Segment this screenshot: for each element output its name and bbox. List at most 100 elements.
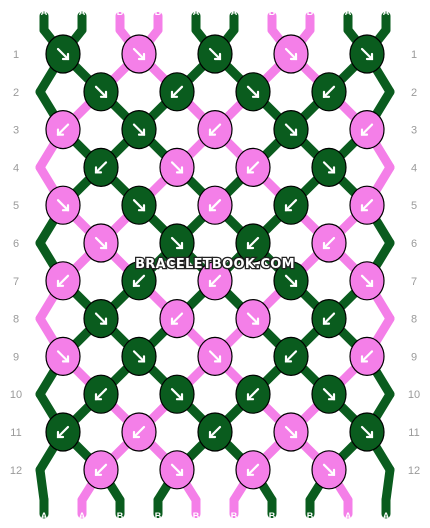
knot-arrow-head-icon	[246, 241, 255, 250]
row-label-right: 10	[408, 389, 420, 401]
knot-arrow-head-icon	[137, 128, 146, 136]
knot-arrow-head-icon	[94, 468, 103, 476]
knot-arrow-icon	[170, 463, 184, 476]
knot-arrow-icon	[56, 199, 70, 212]
row-label-right: 8	[411, 314, 417, 326]
row-label-left: 5	[13, 200, 19, 212]
knot-arrow-icon	[208, 123, 222, 136]
knot-arrow-icon	[360, 350, 374, 363]
thread-segment	[381, 465, 395, 505]
knot-arrow-icon	[132, 350, 146, 363]
knot-arrow-icon	[246, 85, 260, 98]
knot-arrow-head-icon	[175, 166, 184, 174]
knot-arrow-icon	[94, 236, 108, 250]
knot-arrow-icon	[94, 312, 108, 325]
knot-grid	[45, 34, 385, 490]
knot-arrow-icon	[208, 274, 222, 287]
strand-label-top: A	[231, 7, 238, 17]
strand-label-bottom: A	[41, 511, 48, 521]
knot-arrow-head-icon	[208, 430, 217, 439]
knot-arrow-icon	[360, 123, 374, 136]
knot-arrow-icon	[208, 47, 222, 61]
knot-arrow-head-icon	[175, 241, 184, 250]
knot-arrow-head-icon	[251, 90, 260, 98]
knot-arrow-head-icon	[289, 430, 298, 439]
knot-arrow-head-icon	[246, 393, 255, 401]
knot-arrow-icon	[132, 47, 146, 61]
strand-label-top: B	[155, 7, 162, 17]
knot-arrow-head-icon	[170, 317, 179, 325]
knot-arrow-icon	[132, 123, 146, 136]
strand-label-bottom: A	[383, 511, 390, 521]
knot-arrow-head-icon	[246, 468, 255, 476]
knot-arrow-icon	[170, 161, 184, 174]
knot-arrow-icon	[94, 85, 108, 98]
strand-label-top: A	[383, 7, 390, 17]
knot-arrow-head-icon	[284, 204, 293, 212]
row-label-right: 6	[411, 238, 417, 250]
strand-label-bottom: B	[155, 511, 162, 521]
knot-arrow-head-icon	[213, 52, 222, 61]
row-label-right: 3	[411, 125, 417, 137]
knot-arrow-icon	[56, 47, 70, 61]
knot-arrow-icon	[170, 312, 184, 325]
knot-arrow-head-icon	[360, 128, 369, 136]
knot-arrow-icon	[132, 425, 146, 439]
knot-arrow-head-icon	[99, 317, 108, 325]
knot-arrow-icon	[246, 236, 260, 250]
strand-label-bottom: A	[79, 511, 86, 521]
knot-arrow-head-icon	[246, 166, 255, 174]
knot-arrow-head-icon	[289, 52, 298, 61]
row-label-left: 12	[10, 465, 22, 477]
strand-label-top: A	[193, 7, 200, 17]
knot-arrow-icon	[56, 425, 70, 439]
knot-arrow-head-icon	[289, 128, 298, 136]
knot-arrow-icon	[94, 388, 108, 401]
knot-arrow-icon	[284, 199, 298, 212]
knot-arrow-icon	[360, 199, 374, 212]
knot-arrow-head-icon	[284, 355, 293, 363]
row-label-left: 2	[13, 87, 19, 99]
knot-arrow-icon	[322, 236, 336, 250]
strand-label-bottom: B	[269, 511, 276, 521]
knot-arrow-head-icon	[132, 279, 141, 287]
knot-arrow-icon	[132, 274, 146, 287]
knot-arrow-icon	[170, 236, 184, 250]
thread-segment	[35, 465, 49, 505]
knot-arrow-head-icon	[137, 355, 146, 363]
knot-arrow-icon	[170, 388, 184, 401]
knot-arrow-icon	[284, 47, 298, 61]
row-label-right: 7	[411, 276, 417, 288]
knot-arrow-icon	[322, 161, 336, 174]
knot-arrow-icon	[284, 274, 298, 287]
knot-arrow-head-icon	[360, 355, 369, 363]
strand-label-top: B	[117, 7, 124, 17]
knot-arrow-icon	[94, 161, 108, 174]
knot-arrow-icon	[56, 274, 70, 287]
knot-arrow-icon	[208, 425, 222, 439]
knot-arrow-icon	[132, 199, 146, 212]
knot-arrow-head-icon	[322, 90, 331, 98]
knot-arrow-icon	[94, 463, 108, 476]
strand-label-bottom: B	[193, 511, 200, 521]
knot-arrow-icon	[360, 425, 374, 439]
knot-arrow-icon	[170, 85, 184, 98]
knot-arrow-head-icon	[327, 166, 336, 174]
knot-arrow-head-icon	[56, 279, 65, 287]
knot-arrow-head-icon	[360, 204, 369, 212]
row-label-right: 5	[411, 200, 417, 212]
knot-arrow-icon	[246, 161, 260, 174]
row-label-left: 1	[13, 49, 19, 61]
knot-arrow-head-icon	[99, 90, 108, 98]
knot-arrow-head-icon	[327, 393, 336, 401]
row-label-right: 1	[411, 49, 417, 61]
knot-arrow-head-icon	[99, 241, 108, 250]
row-label-left: 8	[13, 314, 19, 326]
knot-arrow-icon	[246, 388, 260, 401]
knot-arrow-icon	[246, 463, 260, 476]
strand-label-bottom: A	[345, 511, 352, 521]
knot-arrow-head-icon	[251, 317, 260, 325]
strand-label-top: A	[345, 7, 352, 17]
